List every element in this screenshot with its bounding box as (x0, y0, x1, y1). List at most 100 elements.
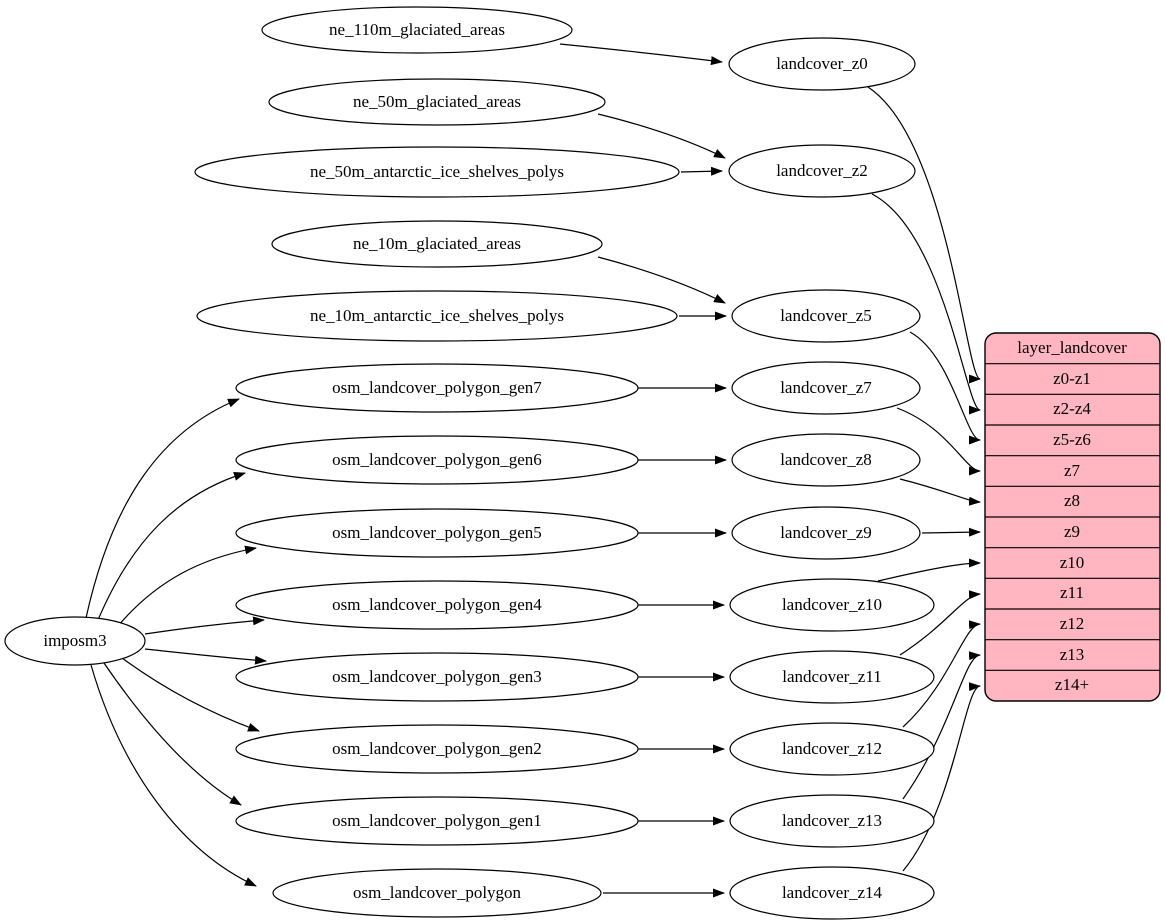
node-gen7-shape (235, 363, 639, 413)
node-ne-50m-glaciated-areas: ne_50m_glaciated_areas (268, 78, 606, 126)
edge-z5-to-row-z5-z6 (909, 331, 981, 445)
node-gen5-label: osm_landcover_polygon_gen5 (332, 523, 542, 542)
edge-z8-to-row-z8 (899, 478, 981, 506)
table-row-z5-z6: z5-z6 (1053, 430, 1091, 449)
node-z7-shape (731, 361, 921, 415)
node-landcover-z8: landcover_z8 (731, 433, 921, 487)
node-ne110m-label: ne_110m_glaciated_areas (329, 20, 505, 39)
edges-group (85, 43, 981, 898)
node-landcover-z13: landcover_z13 (729, 794, 935, 848)
edge-ne50m-ice-to-z2 (680, 166, 723, 176)
node-ne10m-ice-label: ne_10m_antarctic_ice_shelves_polys (310, 306, 564, 325)
table-row-z0-z1: z0-z1 (1053, 369, 1091, 388)
node-polygon-label: osm_landcover_polygon (353, 883, 522, 902)
node-osm-landcover-polygon-gen4: osm_landcover_polygon_gen4 (235, 580, 639, 630)
node-z10-shape (729, 578, 935, 632)
edge-z12-to-row-z12 (902, 620, 981, 728)
edge-imposm3-to-gen4 (144, 616, 265, 635)
node-ne-10m-antarctic-ice-shelves-polys: ne_10m_antarctic_ice_shelves_polys (196, 290, 678, 342)
node-z10-label: landcover_z10 (782, 595, 882, 614)
node-landcover-z12: landcover_z12 (729, 722, 935, 776)
node-landcover-z10: landcover_z10 (729, 578, 935, 632)
edge-imposm3-to-gen7 (85, 398, 240, 619)
edge-imposm3-to-polygon (90, 664, 257, 887)
node-imposm3-shape (4, 616, 146, 666)
node-landcover-z2: landcover_z2 (728, 144, 916, 198)
node-ne50m-shape (268, 78, 606, 126)
edge-z11-to-row-z11 (899, 590, 981, 656)
node-ne50m-ice-shape (194, 146, 680, 198)
table-layer-landcover: layer_landcover z0-z1 z2-z4 z5-z6 z7 z8 … (984, 332, 1161, 702)
node-ne10m-label: ne_10m_glaciated_areas (353, 234, 521, 253)
node-ne110m-shape (261, 6, 573, 54)
edge-z7-to-row-z7 (896, 407, 981, 476)
node-z12-shape (729, 722, 935, 776)
node-landcover-z9: landcover_z9 (731, 506, 921, 560)
node-landcover-z0: landcover_z0 (728, 37, 916, 91)
node-gen3-shape (235, 652, 639, 702)
node-gen6-shape (235, 435, 639, 485)
node-gen1-shape (235, 796, 639, 846)
edge-imposm3-to-gen5 (117, 545, 257, 627)
node-ne-50m-antarctic-ice-shelves-polys: ne_50m_antarctic_ice_shelves_polys (194, 146, 680, 198)
edge-imposm3-to-gen3 (144, 648, 267, 665)
table-row-z8: z8 (1064, 491, 1080, 510)
node-z13-label: landcover_z13 (782, 811, 882, 830)
node-gen5-shape (235, 508, 639, 558)
edge-z9-to-row-z9 (921, 527, 981, 537)
edge-ne110m-to-z0 (559, 43, 723, 66)
node-osm-landcover-polygon-gen5: osm_landcover_polygon_gen5 (235, 508, 639, 558)
node-osm-landcover-polygon-gen7: osm_landcover_polygon_gen7 (235, 363, 639, 413)
node-osm-landcover-polygon-gen1: osm_landcover_polygon_gen1 (235, 796, 639, 846)
node-gen7-label: osm_landcover_polygon_gen7 (332, 378, 542, 397)
node-z13-shape (729, 794, 935, 848)
node-z0-label: landcover_z0 (776, 54, 868, 73)
edge-ne50m-to-z2 (597, 113, 726, 159)
node-z9-shape (731, 506, 921, 560)
edge-z10-to-row-z10 (877, 558, 981, 582)
node-gen4-shape (235, 580, 639, 630)
node-ne50m-label: ne_50m_glaciated_areas (353, 92, 521, 111)
node-z11-shape (729, 650, 935, 704)
edge-imposm3-to-gen2 (121, 657, 260, 732)
node-imposm3-label: imposm3 (43, 631, 106, 650)
node-osm-landcover-polygon-gen2: osm_landcover_polygon_gen2 (235, 724, 639, 774)
node-gen6-label: osm_landcover_polygon_gen6 (332, 450, 542, 469)
table-row-z7: z7 (1064, 461, 1081, 480)
node-landcover-z14: landcover_z14 (729, 866, 935, 920)
edge-imposm3-to-gen6 (97, 472, 246, 621)
table-row-z10: z10 (1060, 553, 1085, 572)
edge-ne10m-to-z5 (597, 256, 726, 304)
node-z2-shape (728, 144, 916, 198)
table-row-z11: z11 (1060, 583, 1084, 602)
edge-imposm3-to-gen1 (103, 662, 242, 806)
node-z7-label: landcover_z7 (780, 378, 872, 397)
table-row-z13: z13 (1060, 645, 1085, 664)
node-osm-landcover-polygon-gen3: osm_landcover_polygon_gen3 (235, 652, 639, 702)
node-ne10m-shape (271, 220, 603, 268)
node-gen2-label: osm_landcover_polygon_gen2 (332, 739, 542, 758)
node-landcover-z7: landcover_z7 (731, 361, 921, 415)
table-row-z2-z4: z2-z4 (1053, 399, 1091, 418)
node-z8-label: landcover_z8 (780, 450, 872, 469)
node-gen1-label: osm_landcover_polygon_gen1 (332, 811, 542, 830)
table-row-z14plus: z14+ (1055, 675, 1089, 694)
node-z8-shape (731, 433, 921, 487)
node-polygon-shape (272, 868, 602, 918)
node-z12-label: landcover_z12 (782, 739, 882, 758)
table-title: layer_landcover (1017, 338, 1127, 357)
node-gen3-label: osm_landcover_polygon_gen3 (332, 667, 542, 686)
node-z0-shape (728, 37, 916, 91)
node-osm-landcover-polygon-gen6: osm_landcover_polygon_gen6 (235, 435, 639, 485)
node-imposm3: imposm3 (4, 616, 146, 666)
node-osm-landcover-polygon: osm_landcover_polygon (272, 868, 602, 918)
node-z5-shape (731, 289, 921, 343)
node-z5-label: landcover_z5 (780, 306, 872, 325)
edge-z14-to-row-z14plus (902, 682, 981, 872)
node-landcover-z11: landcover_z11 (729, 650, 935, 704)
node-gen2-shape (235, 724, 639, 774)
edge-z0-to-row-z0-z1 (867, 86, 981, 384)
node-z14-label: landcover_z14 (782, 883, 883, 902)
